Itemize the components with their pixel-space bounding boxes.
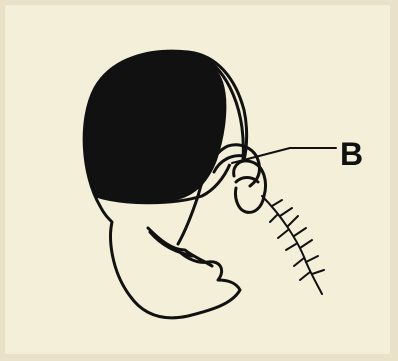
dark-cap: [86, 52, 226, 202]
lower-lobe: [100, 206, 240, 318]
flap-lower: [178, 196, 198, 244]
inner-fold: [148, 228, 212, 266]
appendage-stem: [262, 196, 322, 294]
appendage-hairs: [270, 200, 324, 280]
label-b: B: [340, 138, 363, 170]
